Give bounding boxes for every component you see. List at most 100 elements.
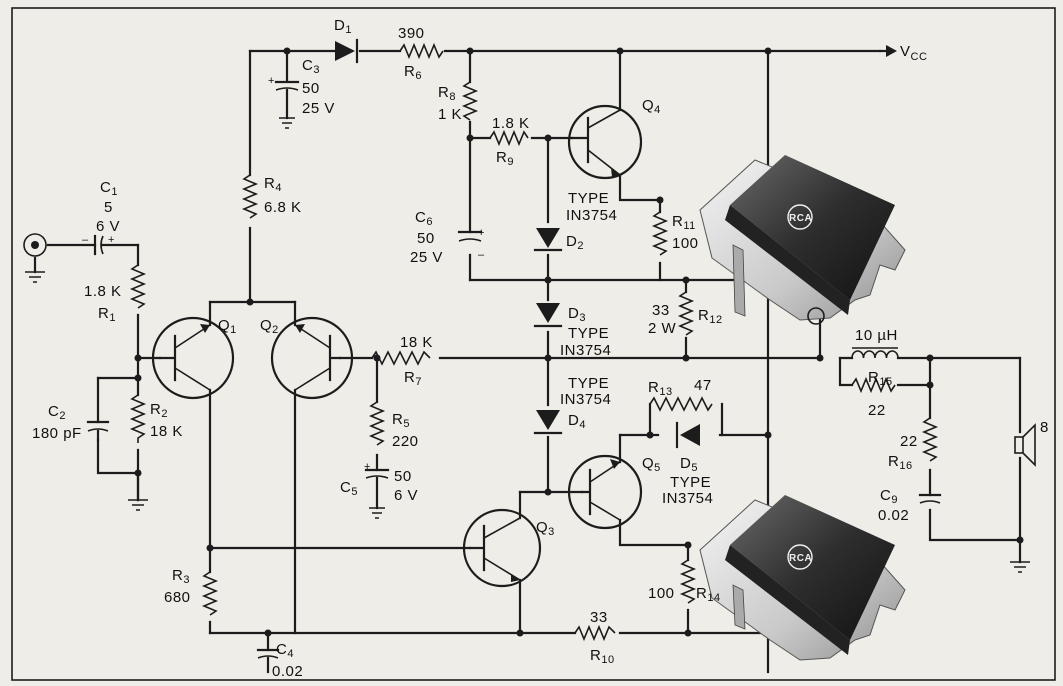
r9-label: R9 <box>496 149 514 168</box>
r4-label: R4 <box>264 175 282 194</box>
capacitor-c9 <box>918 493 942 504</box>
resistor-r7 <box>371 350 431 366</box>
inductor-value: 10 µH <box>855 327 898 344</box>
c2-label: C2 <box>48 403 66 422</box>
r5-value: 220 <box>392 433 419 450</box>
diode-d3 <box>533 303 563 328</box>
transistor-q2 <box>270 316 354 400</box>
diode-d1 <box>335 38 359 64</box>
q5-label: Q5 <box>642 455 661 474</box>
resistor-r4 <box>241 174 259 219</box>
c9-value: 0.02 <box>878 507 909 524</box>
r13-value: 47 <box>694 377 712 394</box>
resistor-r16 <box>921 417 939 462</box>
diode-d4 <box>533 410 563 435</box>
svg-text:–: – <box>478 249 485 261</box>
diode-d5 <box>675 421 700 449</box>
resistor-r14 <box>679 559 697 604</box>
r10-label: R10 <box>590 647 615 666</box>
power-transistor-package-lower: RCA <box>699 495 906 661</box>
resistor-r11 <box>651 211 669 256</box>
r6-value: 390 <box>398 25 425 42</box>
capacitor-c2 <box>86 420 110 442</box>
r14-value: 100 <box>648 585 675 602</box>
input-jack <box>23 233 47 257</box>
c2-value: 180 pF <box>32 425 82 442</box>
r2-label: R2 <box>150 401 168 420</box>
resistor-r9 <box>489 129 529 147</box>
d4-label: D4 <box>568 412 586 431</box>
svg-text:+: + <box>364 461 371 473</box>
svg-text:+: + <box>108 234 115 246</box>
q2-label: Q2 <box>260 317 279 336</box>
c6-value: 50 <box>417 230 435 247</box>
r15-value: 22 <box>868 402 886 419</box>
r1-value: 1.8 K <box>84 283 122 300</box>
r13-label: R13 <box>648 379 673 398</box>
speaker-ohms: 8 <box>1040 419 1049 436</box>
capacitor-c1: – + <box>82 234 115 256</box>
d5-label: D5 <box>680 455 698 474</box>
r4-value: 6.8 K <box>264 199 302 216</box>
capacitor-c6: + – <box>457 227 485 261</box>
d3-label: D3 <box>568 305 586 324</box>
d5-part: IN3754 <box>662 490 713 507</box>
r3-label: R3 <box>172 567 190 586</box>
ground-symbols <box>25 271 1030 573</box>
capacitor-c4 <box>256 648 280 674</box>
c5-voltage: 6 V <box>394 487 418 504</box>
c4-value: 0.02 <box>272 663 303 680</box>
c3-label: C3 <box>302 57 320 76</box>
r1-label: R1 <box>98 305 116 324</box>
r12-label: R12 <box>698 307 723 326</box>
r12-value: 33 <box>652 302 670 319</box>
c6-label: C6 <box>415 209 433 228</box>
c1-label: C1 <box>100 179 118 198</box>
resistor-r6 <box>399 42 444 60</box>
r8-value: 1 K <box>438 106 462 123</box>
r12-value2: 2 W <box>648 320 677 337</box>
svg-text:+: + <box>478 227 485 239</box>
package-logo-upper: RCA <box>789 213 812 224</box>
r11-label: R11 <box>672 213 696 232</box>
d4-part: IN3754 <box>560 391 611 408</box>
c5-value: 50 <box>394 468 412 485</box>
transistor-q5 <box>567 454 643 530</box>
resistor-r8 <box>461 81 479 121</box>
r11-value: 100 <box>672 235 699 252</box>
r5-label: R5 <box>392 411 410 430</box>
vcc-label: VCC <box>900 43 927 63</box>
resistor-r2 <box>129 394 147 443</box>
resistor-r12 <box>677 291 695 336</box>
d3-part: IN3754 <box>560 342 611 359</box>
resistor-r3 <box>201 571 219 616</box>
r16-label: R16 <box>888 453 913 472</box>
transistor-q1 <box>151 316 235 400</box>
c3-value: 50 <box>302 80 320 97</box>
svg-text:–: – <box>82 234 89 246</box>
d2-type: TYPE <box>568 190 609 207</box>
r9-value: 1.8 K <box>492 115 530 132</box>
r3-value: 680 <box>164 589 191 606</box>
inductor-l1 <box>851 347 899 359</box>
c1-value: 5 <box>104 199 113 216</box>
q1-label: Q1 <box>218 317 237 336</box>
r2-value: 18 K <box>150 423 183 440</box>
frame-border <box>11 7 1056 681</box>
resistor-r15 <box>851 376 896 394</box>
wires <box>33 45 1022 674</box>
d5-type: TYPE <box>670 474 711 491</box>
labels: VCC D1 390 R6 C3 50 25 V R8 1 K 1.8 K R9… <box>32 17 1049 680</box>
transistor-q4 <box>567 104 643 180</box>
r15-label: R15 <box>868 369 893 388</box>
capacitor-c5: + <box>364 461 390 519</box>
c4-label: C4 <box>276 641 294 660</box>
d3-type: TYPE <box>568 325 609 342</box>
r8-label: R8 <box>438 84 456 103</box>
c5-label: C5 <box>340 479 358 498</box>
c1-voltage: 6 V <box>96 218 120 235</box>
resistor-r13 <box>649 396 713 412</box>
r6-label: R6 <box>404 63 422 82</box>
r10-value: 33 <box>590 609 608 626</box>
